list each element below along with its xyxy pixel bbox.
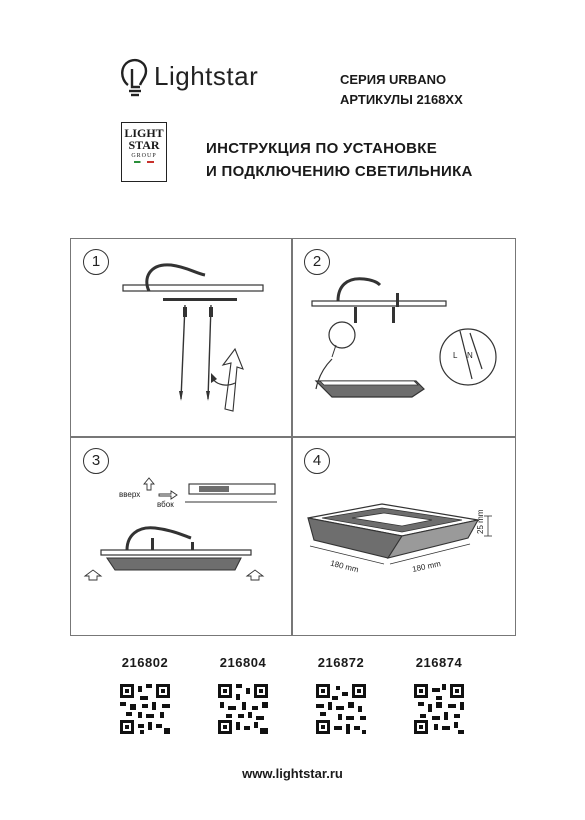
step-number: 2 — [304, 249, 330, 275]
qr-code-icon[interactable] — [316, 684, 366, 734]
step-2-illustration — [311, 277, 497, 398]
page-title: ИНСТРУКЦИЯ ПО УСТАНОВКЕ И ПОДКЛЮЧЕНИЮ СВ… — [206, 137, 473, 183]
brand-logo: Lightstar — [118, 55, 308, 105]
lightbulb-icon — [121, 58, 148, 97]
step-number: 3 — [83, 448, 109, 474]
article-number: 216872 — [317, 655, 365, 670]
title-line-1: ИНСТРУКЦИЯ ПО УСТАНОВКЕ — [206, 140, 438, 157]
logo-line-1: LIGHT — [124, 126, 164, 140]
wire-label-l: L — [453, 351, 458, 360]
logo-line-2: STAR — [128, 138, 160, 152]
step-4-illustration — [307, 503, 492, 565]
series-line: СЕРИЯ URBANO — [340, 72, 447, 87]
dimension-height-label: 25 mm — [476, 509, 485, 534]
website-url[interactable]: www.lightstar.ru — [242, 766, 343, 781]
direction-side-label: вбок — [157, 500, 174, 509]
step-1-illustration — [122, 263, 264, 412]
lightstar-group-logo: LIGHT STAR GROUP — [121, 122, 167, 182]
step-number: 1 — [83, 249, 109, 275]
flag-stripe — [134, 161, 154, 163]
article-item: 216874 — [404, 655, 474, 734]
step-1-panel: 1 — [71, 239, 291, 436]
article-item: 216802 — [110, 655, 180, 734]
step-number: 4 — [304, 448, 330, 474]
article-number: 216874 — [415, 655, 463, 670]
article-item: 216804 — [208, 655, 278, 734]
direction-up-label: вверх — [119, 490, 141, 499]
series-info: СЕРИЯ URBANO АРТИКУЛЫ 2168XX — [340, 70, 463, 110]
step-4-panel: 4 180 mm 180 mm 25 mm — [292, 438, 512, 635]
logo-line-3: GROUP — [131, 153, 157, 159]
title-line-2: И ПОДКЛЮЧЕНИЮ СВЕТИЛЬНИКА — [206, 163, 473, 180]
qr-code-icon[interactable] — [120, 684, 170, 734]
step-2-panel: 2 L N — [292, 239, 512, 436]
step-3-panel: 3 вверх вбок — [71, 438, 291, 635]
qr-code-icon[interactable] — [414, 684, 464, 734]
article-codes: 216802 216804 216872 — [110, 655, 490, 755]
article-item: 216872 — [306, 655, 376, 734]
brand-name: Lightstar — [154, 61, 259, 91]
wire-label-n: N — [467, 351, 473, 360]
step-3-illustration — [83, 477, 277, 581]
article-number: 216802 — [121, 655, 169, 670]
instruction-steps-grid: 1 2 — [70, 238, 516, 636]
articles-line: АРТИКУЛЫ 2168XX — [340, 92, 463, 107]
article-number: 216804 — [219, 655, 267, 670]
divider-horizontal — [71, 436, 515, 438]
qr-code-icon[interactable] — [218, 684, 268, 734]
